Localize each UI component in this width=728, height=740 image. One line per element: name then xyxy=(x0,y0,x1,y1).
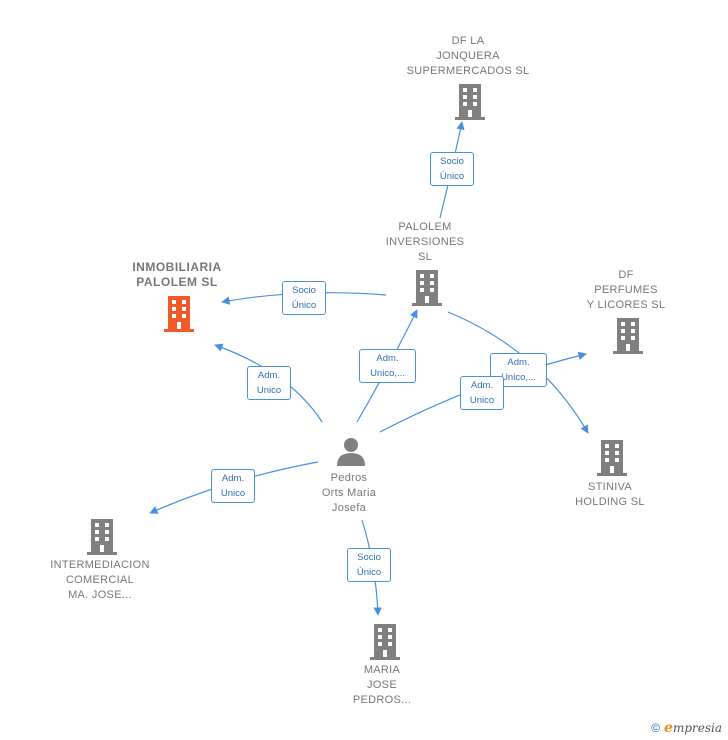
edge-label-socio-unico[interactable]: Socio Único xyxy=(282,281,326,315)
node-label-pedros-orts[interactable]: Pedros Orts Maria Josefa xyxy=(321,472,377,514)
edge-label-socio-unico[interactable]: Socio Único xyxy=(430,152,474,186)
edge-label-adm-unico[interactable]: Adm. Unico xyxy=(460,376,504,410)
edge-label-adm-unico[interactable]: Adm. Unico,... xyxy=(359,349,416,383)
edge-label-socio-unico[interactable]: Socio Único xyxy=(347,548,391,582)
node-label-maria-jose[interactable]: MARIA JOSE PEDROS... xyxy=(352,664,412,706)
building-icon[interactable] xyxy=(597,440,627,476)
node-label-stiniva[interactable]: STINIVA HOLDING SL xyxy=(575,481,645,508)
node-label-palolem-inversiones[interactable]: PALOLEM INVERSIONES SL xyxy=(385,221,465,263)
building-icon[interactable] xyxy=(412,270,442,306)
copyright-symbol: © xyxy=(651,721,661,735)
building-icon[interactable] xyxy=(455,84,485,120)
footer-brand[interactable]: © empresia xyxy=(651,720,722,736)
person-icon[interactable] xyxy=(336,436,366,466)
building-icon[interactable] xyxy=(87,519,117,555)
node-label-inmobiliaria-palolem[interactable]: INMOBILIARIA PALOLEM SL xyxy=(132,260,222,289)
edge-label-adm-unico[interactable]: Adm. Unico xyxy=(211,469,255,503)
node-label-intermediacion[interactable]: INTERMEDIACION COMERCIAL MA. JOSE... xyxy=(50,559,150,601)
building-icon[interactable] xyxy=(163,296,195,332)
node-label-df-la-jonquera[interactable]: DF LA JONQUERA SUPERMERCADOS SL xyxy=(406,35,530,77)
edge-label-adm-unico[interactable]: Adm. Unico xyxy=(247,366,291,400)
building-icon[interactable] xyxy=(613,318,643,354)
brand-logo: empresia xyxy=(664,720,722,736)
building-icon[interactable] xyxy=(370,624,400,660)
node-label-df-perfumes[interactable]: DF PERFUMES Y LICORES SL xyxy=(586,269,666,311)
